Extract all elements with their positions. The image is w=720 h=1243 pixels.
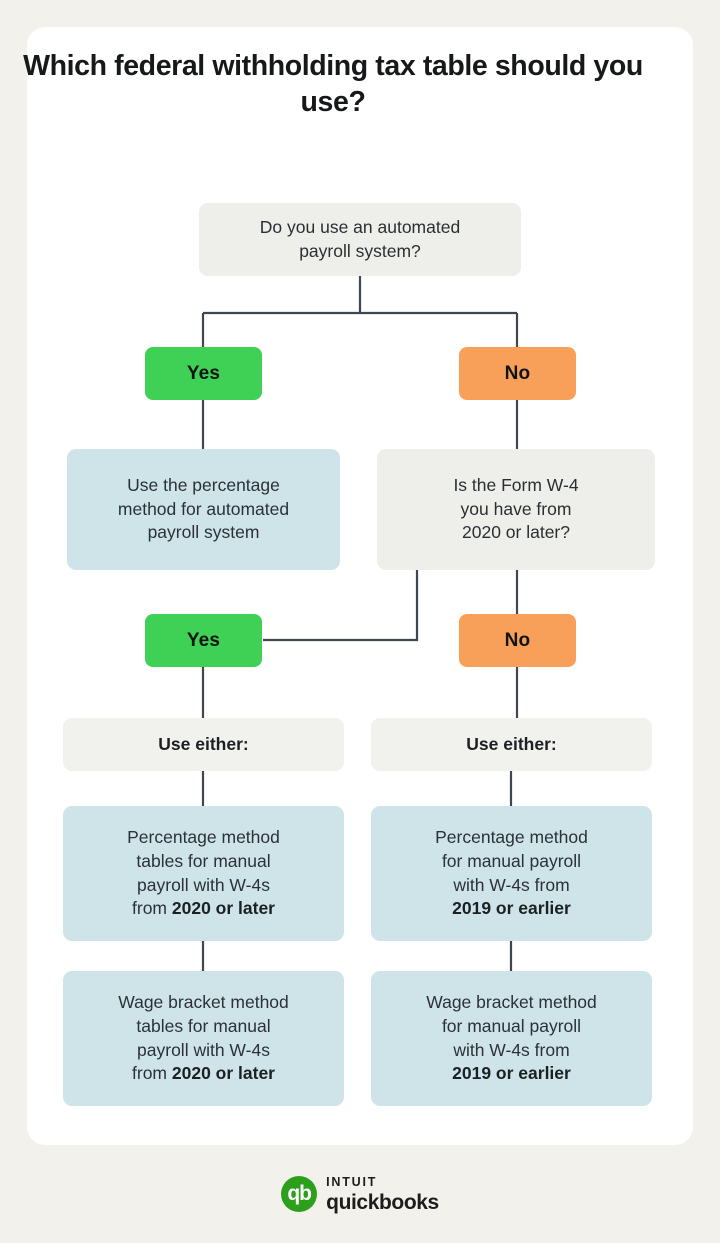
a1-line3: payroll system [147, 522, 260, 543]
quickbooks-mark-icon: qb [281, 1176, 318, 1213]
q2-line1: Is the Form W-4 [453, 474, 579, 495]
left1-line4-prefix: from [132, 898, 172, 919]
connector-q2-to-yes [263, 570, 419, 642]
right2-line4-bold: 2019 or earlier [452, 1063, 571, 1084]
logo-quickbooks-text: quickbooks [326, 1190, 439, 1214]
right2-line2: for manual payroll [441, 1015, 582, 1036]
left2-line4-prefix: from [132, 1063, 172, 1084]
left2-line1: Wage bracket method [118, 991, 289, 1012]
q2-line3: 2020 or later? [462, 522, 570, 543]
answer-percentage-automated: Use the percentage method for automated … [67, 449, 340, 570]
a1-line2: method for automated [117, 498, 290, 519]
result-left-wage-bracket-method: Wage bracket method tables for manual pa… [63, 971, 344, 1106]
q2-line2: you have from [460, 498, 572, 519]
badge-no-w4-2020: No [459, 614, 576, 667]
left2-line3: payroll with W-4s [137, 1039, 270, 1060]
badge-yes-w4-2020: Yes [145, 614, 262, 667]
left1-line2: tables for manual [136, 850, 271, 871]
use-either-left: Use either: [63, 718, 344, 771]
badge-yes-automated: Yes [145, 347, 262, 400]
page-title: Which federal withholding tax table shou… [23, 50, 643, 119]
logo-intuit-text: INTUIT [326, 1175, 378, 1189]
question-form-w4-year: Is the Form W-4 you have from 2020 or la… [377, 449, 655, 570]
left1-line1: Percentage method [127, 826, 280, 847]
left1-line4-bold: 2020 or later [171, 898, 275, 919]
a1-line1: Use the percentage [127, 474, 280, 495]
left2-line2: tables for manual [136, 1015, 271, 1036]
quickbooks-logo: qb INTUIT quickbooks [0, 1176, 720, 1213]
result-right-wage-bracket-method: Wage bracket method for manual payroll w… [371, 971, 652, 1106]
left1-line3: payroll with W-4s [137, 874, 270, 895]
question-automated-payroll: Do you use an automated payroll system? [199, 203, 521, 276]
result-left-percentage-method: Percentage method tables for manual payr… [63, 806, 344, 941]
right1-line1: Percentage method [435, 826, 588, 847]
badge-no-automated: No [459, 347, 576, 400]
right1-line2: for manual payroll [441, 850, 582, 871]
q1-line2: payroll system? [299, 240, 421, 261]
right2-line3: with W-4s from [453, 1039, 570, 1060]
q1-line1: Do you use an automated [259, 216, 461, 237]
right1-line3: with W-4s from [453, 874, 570, 895]
logo-wordmark: INTUIT quickbooks [326, 1176, 439, 1213]
right2-line1: Wage bracket method [426, 991, 597, 1012]
result-right-percentage-method: Percentage method for manual payroll wit… [371, 806, 652, 941]
use-either-right: Use either: [371, 718, 652, 771]
right1-line4-bold: 2019 or earlier [452, 898, 571, 919]
left2-line4-bold: 2020 or later [171, 1063, 275, 1084]
